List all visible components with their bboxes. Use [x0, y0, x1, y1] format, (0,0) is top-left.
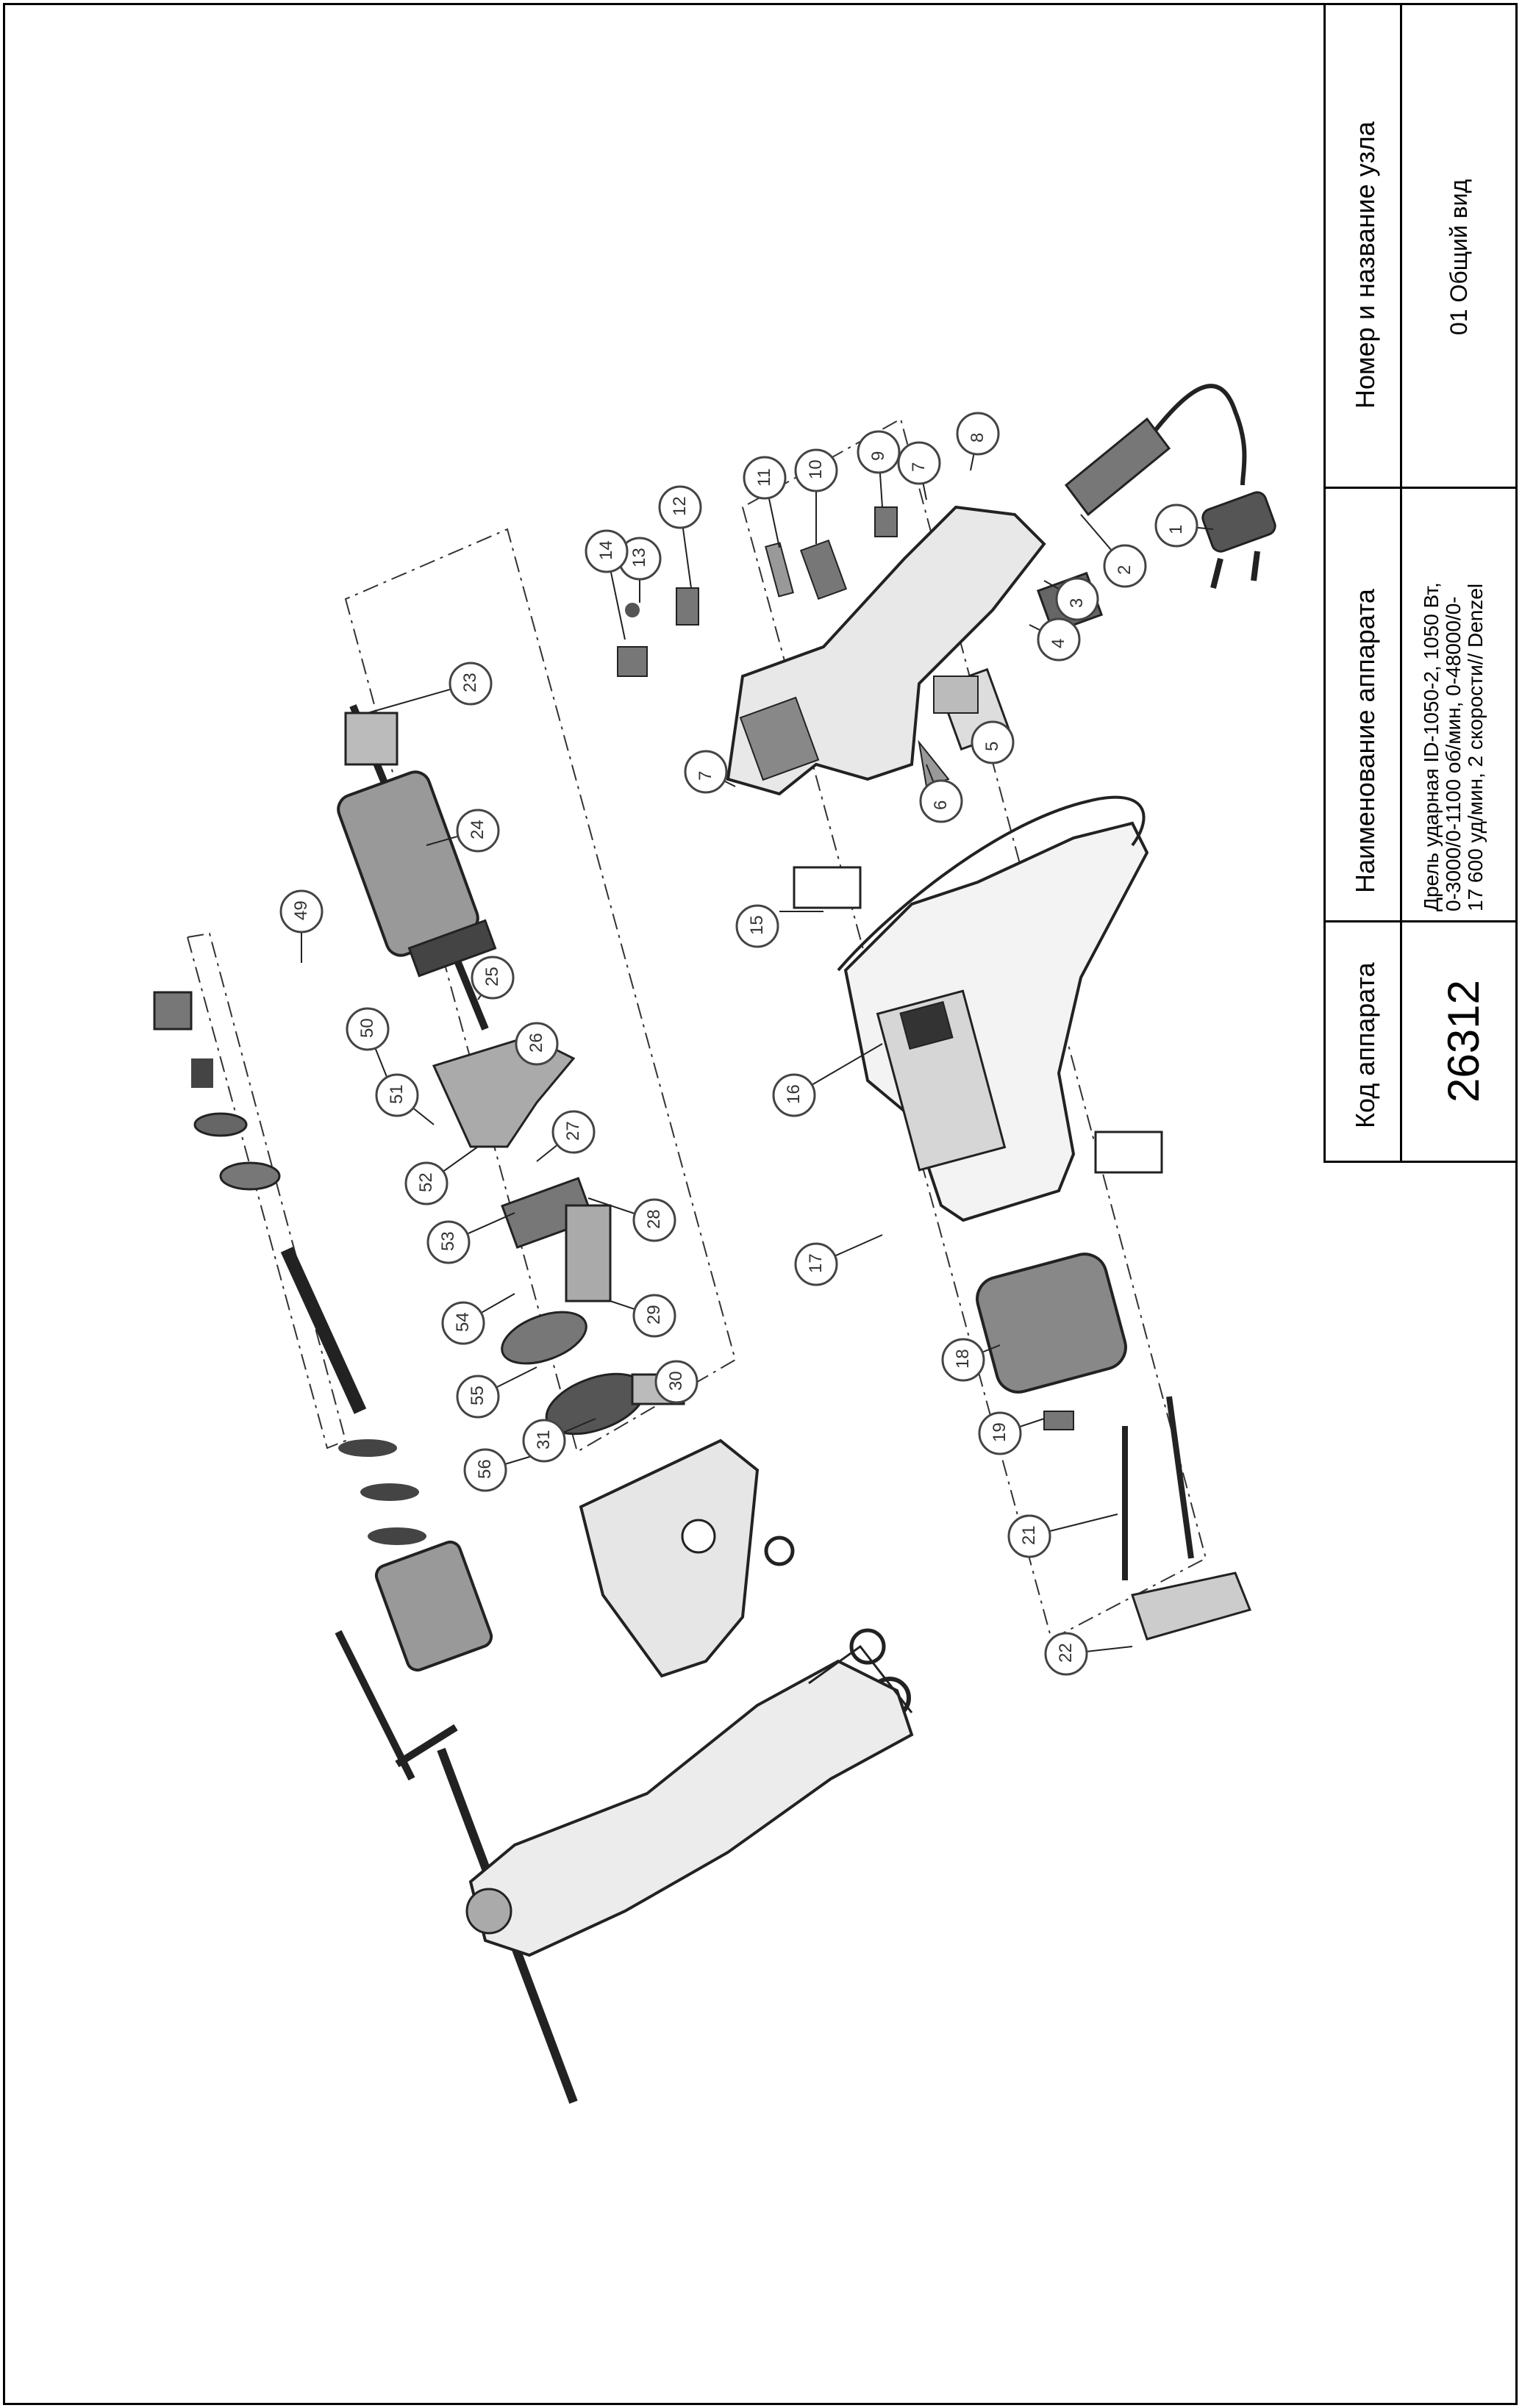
callout-number-5: 5: [982, 741, 1002, 751]
callout-number-16: 16: [784, 1084, 804, 1104]
gear-housing: [579, 1438, 760, 1678]
callout-number-29: 29: [644, 1305, 664, 1325]
callout-number-23: 23: [460, 673, 480, 692]
callout-number-8: 8: [968, 432, 987, 442]
callout-number-18: 18: [953, 1349, 973, 1369]
frame-housing-assembly: [741, 418, 1207, 1641]
drawing-sheet-border: [3, 3, 1518, 2405]
callout-number-11: 11: [754, 468, 774, 487]
frame-gearbox-assembly: [344, 528, 737, 1453]
callout-number-1: 1: [1166, 524, 1186, 534]
title-block-divider: [1323, 920, 1516, 922]
callout-number-30: 30: [666, 1371, 686, 1391]
device-name-header: Наименование аппарата: [1350, 589, 1380, 893]
callout-number-2: 2: [1115, 565, 1135, 575]
callout-number-53: 53: [438, 1231, 458, 1251]
device-code-value: 26312: [1439, 980, 1488, 1103]
frame-spindle-assembly: [186, 932, 347, 1450]
callout-number-17: 17: [806, 1253, 826, 1273]
title-block: [1323, 3, 1516, 1163]
callout-number-26: 26: [526, 1033, 546, 1053]
callout-number-31: 31: [534, 1430, 554, 1450]
callout-number-7: 7: [696, 770, 715, 781]
device-name-value: Дрель ударная ID-1050-2, 1050 Вт, 0-3000…: [1420, 582, 1487, 911]
callout-number-25: 25: [482, 967, 502, 986]
callout-number-55: 55: [468, 1386, 487, 1405]
callout-number-21: 21: [1019, 1525, 1039, 1545]
callout-number-12: 12: [670, 496, 690, 516]
callout-number-50: 50: [357, 1018, 377, 1038]
side-handle: [468, 1659, 914, 1957]
callout-number-4: 4: [1048, 638, 1068, 648]
callout-number-28: 28: [644, 1209, 664, 1229]
callout-number-49: 49: [291, 900, 311, 920]
armature: [337, 704, 497, 1031]
node-value: 01 Общий вид: [1446, 179, 1472, 335]
stator: [976, 1253, 1127, 1394]
cord-guard: [1064, 417, 1171, 517]
power-cord: [1145, 384, 1247, 486]
callout-number-19: 19: [990, 1422, 1010, 1442]
callout-number-14: 14: [596, 540, 616, 560]
node-header: Номер и название узла: [1350, 121, 1380, 409]
spindle: [153, 991, 426, 1545]
callout-number-22: 22: [1056, 1643, 1076, 1663]
callout-number-52: 52: [416, 1172, 436, 1192]
callout-number-7: 7: [909, 462, 929, 472]
callout-number-24: 24: [468, 820, 487, 839]
callout-number-6: 6: [931, 800, 951, 810]
title-block-divider: [1323, 487, 1516, 489]
callout-number-9: 9: [868, 451, 888, 461]
device-code-header: Код аппарата: [1350, 962, 1380, 1128]
callout-number-10: 10: [806, 459, 826, 479]
plug: [1201, 491, 1276, 589]
callout-number-3: 3: [1067, 598, 1087, 608]
callout-number-27: 27: [563, 1121, 583, 1141]
handle-half-shell: [726, 505, 1046, 796]
callout-number-54: 54: [453, 1312, 473, 1332]
chuck: [374, 1540, 493, 1672]
callout-number-51: 51: [387, 1084, 407, 1104]
callout-number-13: 13: [629, 548, 649, 567]
title-block-divider: [1400, 3, 1402, 1163]
callout-number-15: 15: [747, 915, 767, 935]
callout-number-56: 56: [475, 1459, 495, 1479]
